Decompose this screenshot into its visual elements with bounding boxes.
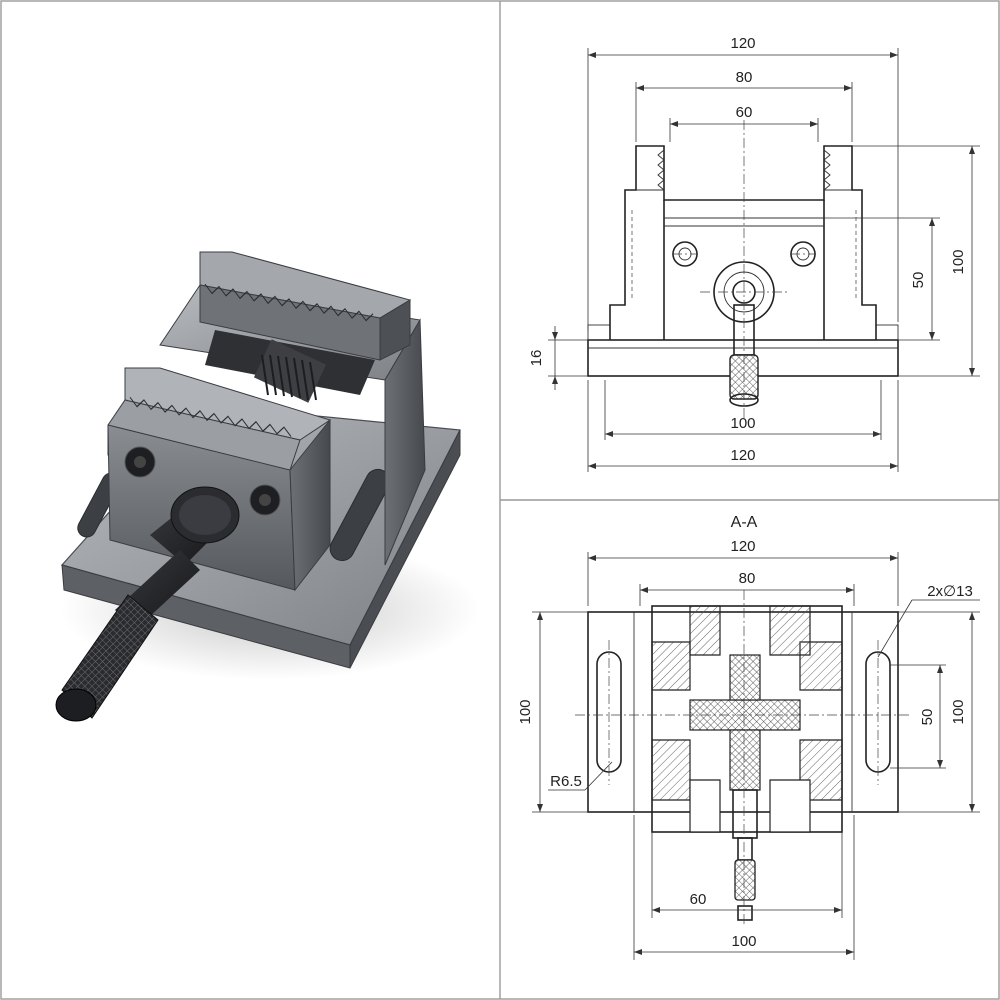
front-dim-60: 60 <box>736 104 753 121</box>
front-dim-120-bottom: 120 <box>730 447 755 464</box>
front-dim-120-top: 120 <box>730 35 755 52</box>
section-dim-100-bottom: 100 <box>731 933 756 950</box>
machine-vise-photo <box>55 251 480 722</box>
section-title: A-A <box>731 514 758 531</box>
front-dim-50: 50 <box>910 272 927 289</box>
front-dim-100-height: 100 <box>950 249 967 274</box>
section-dim-r65: R6.5 <box>550 773 582 790</box>
section-dim-60: 60 <box>690 891 707 908</box>
front-dim-100-bottom: 100 <box>730 415 755 432</box>
handle-photo <box>55 486 240 722</box>
lead-screw-photo <box>253 339 327 403</box>
front-dim-80: 80 <box>736 69 753 86</box>
section-dim-50: 50 <box>919 709 936 726</box>
front-dim-16: 16 <box>528 350 545 367</box>
section-dim-100-right: 100 <box>950 699 967 724</box>
section-dim-120: 120 <box>730 538 755 555</box>
front-view: 120 80 60 16 50 100 100 120 <box>528 35 980 472</box>
section-dim-holes: 2x∅13 <box>927 583 973 600</box>
section-view: A-A <box>517 514 980 960</box>
section-dim-100-left: 100 <box>517 699 534 724</box>
section-dim-80: 80 <box>739 570 756 587</box>
